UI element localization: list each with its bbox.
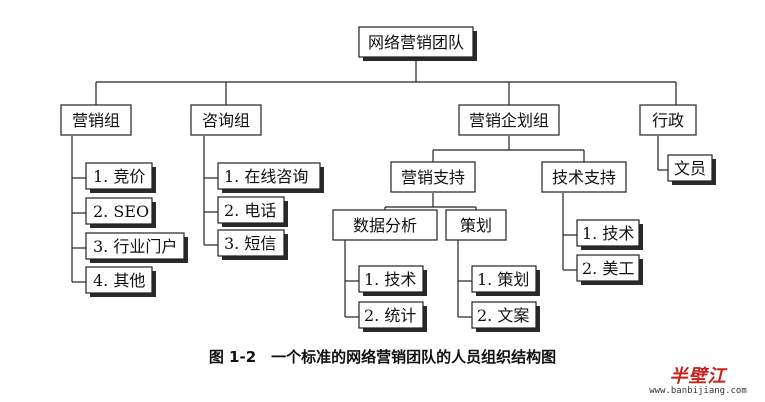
node-strategy: 策划 — [445, 209, 507, 241]
list-item-strategy-2: 2. 文案 — [471, 301, 540, 332]
node-strategy-label: 策划 — [460, 216, 492, 235]
watermark-logo: 半壁江 — [669, 366, 727, 387]
node-consulting-group: 咨询组 — [190, 104, 262, 136]
list-item-label: 1. 技术 — [364, 270, 416, 289]
list-item-marketing-2: 2. SEO — [85, 197, 156, 228]
list-item-label: 2. 电话 — [224, 201, 276, 220]
list-item-label: 文员 — [674, 159, 706, 178]
list-item-marketing-1: 1. 竞价 — [85, 162, 156, 193]
list-item-consulting-2: 2. 电话 — [217, 196, 288, 227]
node-consulting-group-label: 咨询组 — [202, 111, 250, 130]
node-data-analysis-label: 数据分析 — [353, 216, 417, 235]
node-marketing-support: 营销支持 — [390, 161, 476, 193]
list-item-label: 1. 竞价 — [93, 167, 145, 186]
list-item-consulting-3: 3. 短信 — [217, 229, 288, 260]
list-item-marketing-3: 3. 行业门户 — [85, 232, 188, 263]
node-marketing-group-label: 营销组 — [72, 111, 120, 130]
list-item-label: 1. 技术 — [582, 224, 634, 243]
list-item-label: 2. 统计 — [364, 306, 416, 325]
list-item-tech-2: 2. 美工 — [576, 254, 643, 285]
node-root-label: 网络营销团队 — [368, 33, 464, 52]
node-admin: 行政 — [639, 104, 697, 136]
list-item-label: 2. 美工 — [582, 259, 634, 278]
figure-caption: 图 1-2 一个标准的网络营销团队的人员组织结构图 — [208, 348, 557, 366]
watermark: 半壁江 www.banbijiang.com — [639, 362, 757, 396]
node-marketing-group: 营销组 — [60, 104, 132, 136]
node-admin-label: 行政 — [652, 111, 684, 130]
list-item-strategy-1: 1. 策划 — [471, 265, 540, 296]
list-item-label: 2. SEO — [93, 202, 149, 221]
list-item-label: 3. 短信 — [224, 234, 276, 253]
node-planning-group-label: 营销企划组 — [469, 111, 549, 130]
watermark-url: www.banbijiang.com — [649, 386, 747, 396]
list-item-label: 4. 其他 — [93, 271, 145, 290]
node-marketing-support-label: 营销支持 — [401, 168, 465, 187]
list-item-data-2: 2. 统计 — [358, 301, 427, 332]
node-data-analysis: 数据分析 — [332, 209, 438, 241]
list-item-tech-1: 1. 技术 — [576, 219, 643, 250]
list-item-label: 1. 策划 — [477, 270, 529, 289]
node-planning-group: 营销企划组 — [458, 104, 560, 136]
list-item-label: 2. 文案 — [477, 306, 529, 325]
list-item-consulting-1: 1. 在线咨询 — [217, 162, 324, 193]
node-tech-support-label: 技术支持 — [552, 168, 616, 187]
list-item-marketing-4: 4. 其他 — [85, 266, 156, 297]
list-item-data-1: 1. 技术 — [358, 265, 427, 296]
list-item-label: 1. 在线咨询 — [224, 167, 308, 186]
node-tech-support: 技术支持 — [541, 161, 627, 193]
list-item-label: 3. 行业门户 — [93, 237, 177, 256]
list-item-admin-1: 文员 — [667, 154, 716, 185]
node-root: 网络营销团队 — [358, 26, 477, 61]
